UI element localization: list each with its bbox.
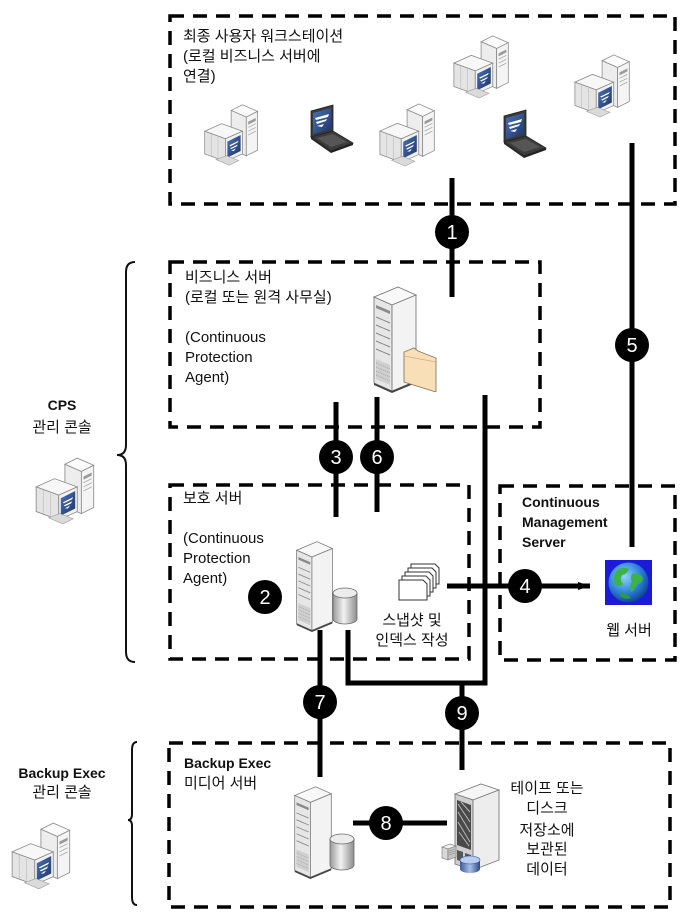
business-server-agent-line-2: Protection xyxy=(185,349,253,366)
backup-exec-console-title: Backup Exec xyxy=(18,765,105,781)
globe-icon xyxy=(605,560,652,605)
backup-exec-console-subtitle: 관리 콘솔 xyxy=(32,784,91,801)
step-number: 4 xyxy=(519,576,530,598)
step-marker-circle xyxy=(435,215,469,249)
step-marker-4: 4 xyxy=(508,569,542,603)
step-marker-3: 3 xyxy=(319,440,353,474)
connector-line-business-to-media xyxy=(345,395,488,686)
media-server-title: Backup Exec xyxy=(184,755,271,771)
management-server-boundary xyxy=(498,484,677,662)
laptop-icon xyxy=(503,109,547,159)
step-number: 2 xyxy=(259,587,270,609)
media-server-boundary xyxy=(167,741,672,909)
protection-server-agent-line-2: Protection xyxy=(183,550,251,567)
desktop-workstation-icon xyxy=(574,54,630,118)
step-marker-2: 2 xyxy=(248,580,282,614)
step-marker-1: 1 xyxy=(435,215,469,249)
business-server-boundary xyxy=(168,260,542,429)
small-server-icon xyxy=(441,843,457,861)
storage-label-line-4: 보관된 xyxy=(526,841,567,858)
step-marker-circle xyxy=(508,569,542,603)
storage-label-line-2: 디스크 xyxy=(526,800,567,817)
protection-server-tower-icon xyxy=(296,541,333,632)
cps-scope-brace xyxy=(116,261,136,663)
step-marker-5: 5 xyxy=(615,328,649,362)
step-number: 5 xyxy=(626,335,637,357)
workstations-boundary xyxy=(168,14,677,206)
step-number: 8 xyxy=(380,813,391,835)
step-marker-circle xyxy=(360,440,394,474)
workstations-title-line-3: 연결) xyxy=(183,68,216,85)
media-server-subtitle: 미디어 서버 xyxy=(184,775,257,792)
storage-label-line-1: 테이프 또는 xyxy=(510,780,583,797)
protection-server-agent-line-3: Agent) xyxy=(183,570,227,587)
cps-console-subtitle: 관리 콘솔 xyxy=(32,419,91,436)
management-server-title-line-1: Continuous xyxy=(522,494,600,510)
cps-console-computer-icon xyxy=(35,457,95,525)
step-number: 6 xyxy=(371,447,382,469)
step-marker-circle xyxy=(369,806,403,840)
workstations-title-line-1: 최종 사용자 워크스테이션 xyxy=(183,28,343,45)
step-marker-circle xyxy=(615,328,649,362)
step-marker-circle xyxy=(319,440,353,474)
business-server-agent-line-3: Agent) xyxy=(185,369,229,386)
business-server-title-line-1: 비즈니스 서버 xyxy=(185,269,272,286)
web-server-label: 웹 서버 xyxy=(606,622,652,639)
step-marker-9: 9 xyxy=(445,696,479,730)
step-number: 1 xyxy=(446,222,457,244)
storage-label-line-3: 저장소에 xyxy=(519,822,574,839)
desktop-workstation-icon xyxy=(379,103,435,167)
business-server-title-line-2: (로컬 또는 원격 사무실) xyxy=(185,289,332,306)
connector-4-arrowhead xyxy=(578,582,590,590)
desktop-workstation-icon xyxy=(204,104,259,166)
step-marker-circle xyxy=(445,696,479,730)
business-server-agent-line-1: (Continuous xyxy=(185,329,266,346)
step-marker-circle xyxy=(248,580,282,614)
step-marker-8: 8 xyxy=(369,806,403,840)
document-stack-icon xyxy=(398,563,440,601)
step-marker-7: 7 xyxy=(303,685,337,719)
workstations-title-line-2: (로컬 비즈니스 서버에 xyxy=(183,48,321,65)
snapshot-label-line-2: 인덱스 작성 xyxy=(375,632,448,649)
cps-console-title: CPS xyxy=(48,397,77,413)
management-server-title-line-2: Management xyxy=(522,514,608,530)
snapshot-label-line-1: 스냅샷 및 xyxy=(382,612,441,629)
protection-server-title: 보호 서버 xyxy=(183,490,242,507)
laptop-icon xyxy=(310,104,354,154)
step-number: 3 xyxy=(330,447,341,469)
storage-label-line-5: 데이터 xyxy=(526,861,567,878)
database-disk-icon xyxy=(329,833,355,871)
desktop-workstation-icon xyxy=(453,35,509,99)
management-server-title-line-3: Server xyxy=(522,534,566,550)
step-marker-circle xyxy=(303,685,337,719)
database-disk-icon xyxy=(332,587,358,625)
backup-exec-console-computer-icon xyxy=(11,822,71,890)
media-server-tower-icon xyxy=(294,786,332,879)
step-number: 9 xyxy=(456,703,467,725)
backup-exec-scope-brace xyxy=(127,741,138,906)
step-number: 7 xyxy=(314,692,325,714)
protection-server-agent-line-1: (Continuous xyxy=(183,530,264,547)
storage-disk-icon xyxy=(459,855,481,874)
step-marker-6: 6 xyxy=(360,440,394,474)
